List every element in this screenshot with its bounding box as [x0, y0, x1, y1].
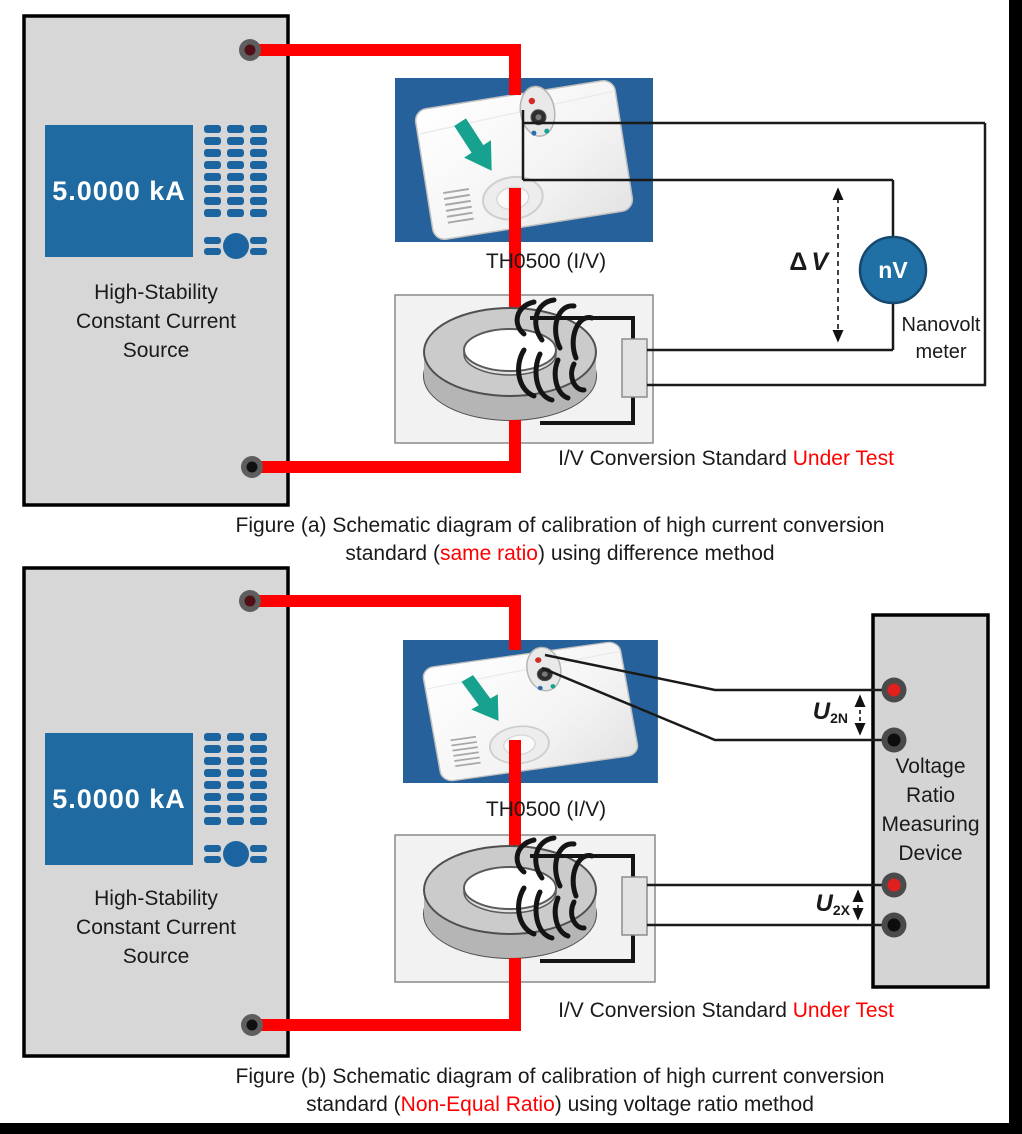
dut-label-a: I/V Conversion Standard Under Test: [558, 447, 894, 470]
device-terminals: [881, 677, 907, 938]
source-name-a-line1: High-Stability: [94, 281, 218, 304]
nanovoltmeter-label-line1: Nanovolt: [901, 314, 981, 336]
source-name-b-line2: Constant Current: [76, 916, 236, 939]
frame-bottom: [0, 1123, 1022, 1134]
measurement-wires-b: [541, 653, 882, 927]
high-current-wire-b-return: [250, 958, 521, 1031]
th0500-label-a: TH0500 (I/V): [485, 250, 607, 273]
u2n-label: U2N: [812, 698, 848, 726]
high-current-wire-a-return: [250, 420, 521, 473]
source-display-a: [45, 125, 193, 257]
voltage-ratio-device-label: Voltage Ratio Measuring Device: [881, 755, 980, 865]
source-name-a-line2: Constant Current: [76, 310, 236, 333]
caption-a-line2: standard (same ratio) using difference m…: [345, 542, 775, 565]
source-name-a-line3: Source: [122, 339, 190, 362]
nanovoltmeter-label-line2: meter: [915, 341, 967, 363]
source-display-value-b: 5.0000 kA: [52, 783, 186, 814]
measurement-wires-a: [521, 110, 987, 387]
u2x-label: U2X: [815, 890, 850, 918]
source-display-b: [45, 733, 193, 865]
source-terminals-b: [239, 590, 263, 1036]
nanovoltmeter-label: Nanovolt meter: [893, 312, 989, 366]
dut-label-b: I/V Conversion Standard Under Test: [558, 999, 894, 1022]
current-source-box-a: [22, 14, 290, 507]
source-name-b-line1: High-Stability: [94, 887, 218, 910]
caption-b-line1: Figure (b) Schematic diagram of calibrat…: [235, 1065, 885, 1088]
caption-b-line2: standard (Non-Equal Ratio) using voltage…: [306, 1093, 814, 1116]
source-display-value-a: 5.0000 kA: [52, 175, 186, 206]
th0500-label-b: TH0500 (I/V): [485, 798, 607, 821]
frame-right: [1009, 0, 1022, 1134]
source-name-b-line3: Source: [122, 945, 190, 968]
nanovoltmeter-symbol-label: nV: [878, 256, 908, 283]
caption-a-line1: Figure (a) Schematic diagram of calibrat…: [235, 514, 885, 537]
nanovoltmeter-symbol: [858, 235, 928, 305]
source-terminals-a: [239, 39, 263, 478]
